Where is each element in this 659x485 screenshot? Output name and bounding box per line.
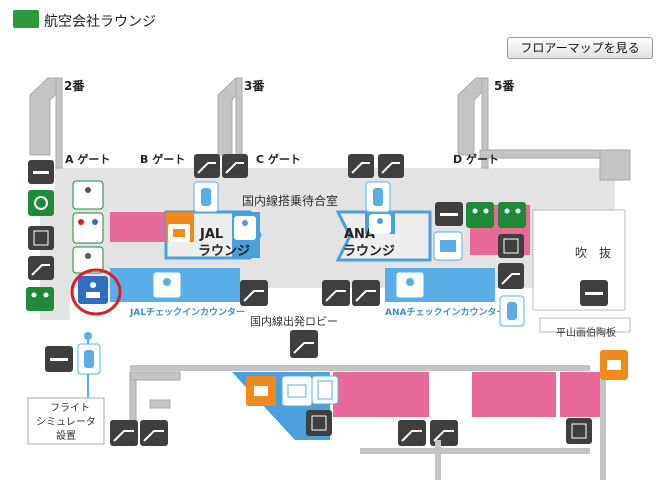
escalator-icon bbox=[110, 420, 138, 446]
ana-lounge-sub-label: ラウンジ bbox=[343, 244, 395, 259]
atrium-label: 吹 抜 bbox=[575, 246, 611, 260]
lounge-highlight-icon[interactable] bbox=[70, 268, 122, 316]
mail-icon bbox=[281, 375, 313, 407]
escalator-icon bbox=[352, 280, 380, 306]
page-title: 航空会社ラウンジ bbox=[44, 14, 156, 30]
escalator-icon bbox=[194, 154, 220, 178]
smoking-icon bbox=[28, 160, 54, 184]
pier-walls bbox=[29, 77, 631, 426]
jal-lounge-label: JAL bbox=[199, 227, 223, 242]
elevator-icon bbox=[498, 234, 524, 258]
restroom-mf-icon bbox=[72, 212, 104, 244]
waiting-room-label: 国内線搭乗待合室 bbox=[242, 193, 338, 208]
simulator-label-3: 設置 bbox=[56, 429, 76, 442]
escalator-icon bbox=[28, 256, 54, 280]
escalator-icon bbox=[140, 420, 168, 446]
restroom-icon bbox=[26, 287, 54, 311]
checkin-person-icon bbox=[152, 271, 182, 299]
jal-lounge-sub-label: ラウンジ bbox=[198, 244, 250, 259]
elevator-icon bbox=[566, 418, 592, 444]
checkin-person-icon bbox=[395, 271, 425, 299]
smoking-icon bbox=[45, 346, 73, 372]
phone-icon bbox=[77, 343, 101, 375]
display-label: 平山画伯陶板 bbox=[556, 326, 616, 339]
phone-icon bbox=[365, 181, 391, 213]
escalator-icon bbox=[290, 330, 318, 358]
phone-icon bbox=[499, 295, 525, 327]
simulator-label-2: シミュレータ bbox=[36, 416, 96, 428]
simulator-label-1: フライト bbox=[50, 402, 90, 414]
gate-3-label: 3番 bbox=[244, 78, 265, 93]
baby-room-icon bbox=[72, 180, 104, 210]
smoking-icon bbox=[580, 280, 608, 306]
smoking-icon bbox=[435, 202, 463, 226]
restroom-icon bbox=[466, 202, 494, 228]
info-person-icon bbox=[72, 246, 104, 274]
escalator-icon bbox=[322, 280, 350, 306]
lounge-category-icon bbox=[13, 10, 39, 28]
gate-b-label: B ゲート bbox=[140, 152, 185, 166]
lounge-seat-icon bbox=[433, 231, 463, 261]
lounge-person-icon bbox=[369, 214, 391, 234]
ana-checkin-label: ANAチェックインカウンター bbox=[385, 306, 505, 318]
escalator-icon bbox=[498, 263, 524, 289]
gate-c-label: C ゲート bbox=[256, 152, 301, 166]
restroom-icon bbox=[498, 202, 526, 228]
highlight-ring bbox=[70, 268, 122, 316]
gate-d-label: D ゲート bbox=[453, 152, 499, 166]
escalator-icon bbox=[430, 420, 458, 446]
cafe-icon bbox=[168, 224, 190, 242]
gate-a-label: A ゲート bbox=[65, 152, 110, 166]
vending-icon bbox=[311, 375, 339, 405]
escalator-icon bbox=[240, 280, 268, 306]
escalator-icon bbox=[348, 154, 374, 178]
gate-2-label: 2番 bbox=[64, 78, 85, 93]
cafe-icon bbox=[246, 376, 276, 406]
elevator-icon bbox=[306, 410, 332, 436]
departure-lobby-label: 国内線出発ロビー bbox=[250, 314, 338, 328]
lower-wall bbox=[360, 380, 606, 480]
lounge-person-icon bbox=[234, 216, 256, 240]
gate-5-label: 5番 bbox=[494, 78, 515, 93]
accessible-icon bbox=[28, 190, 54, 216]
phone-icon bbox=[193, 181, 219, 213]
ana-lounge-label: ANA bbox=[344, 227, 375, 242]
cafe-icon bbox=[600, 350, 628, 380]
elevator-icon bbox=[28, 226, 54, 250]
escalator-icon bbox=[398, 420, 426, 446]
atrium-area: 吹 抜 平山画伯陶板 bbox=[532, 209, 631, 339]
floor-map-button[interactable]: フロアーマップを見る bbox=[507, 37, 653, 59]
jal-checkin-label: JALチェックインカウンター bbox=[129, 306, 245, 318]
escalator-icon bbox=[222, 154, 248, 178]
escalator-icon bbox=[378, 154, 404, 178]
